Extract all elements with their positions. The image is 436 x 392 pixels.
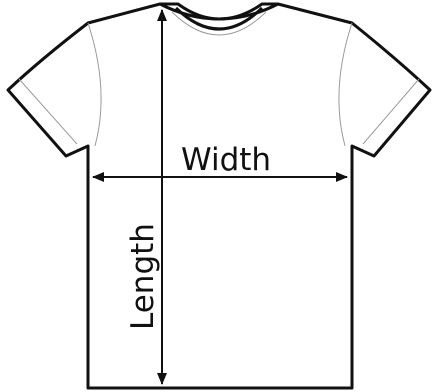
length-label: Length <box>125 223 161 330</box>
width-label: Width <box>181 142 271 178</box>
tshirt-outline <box>8 4 430 388</box>
